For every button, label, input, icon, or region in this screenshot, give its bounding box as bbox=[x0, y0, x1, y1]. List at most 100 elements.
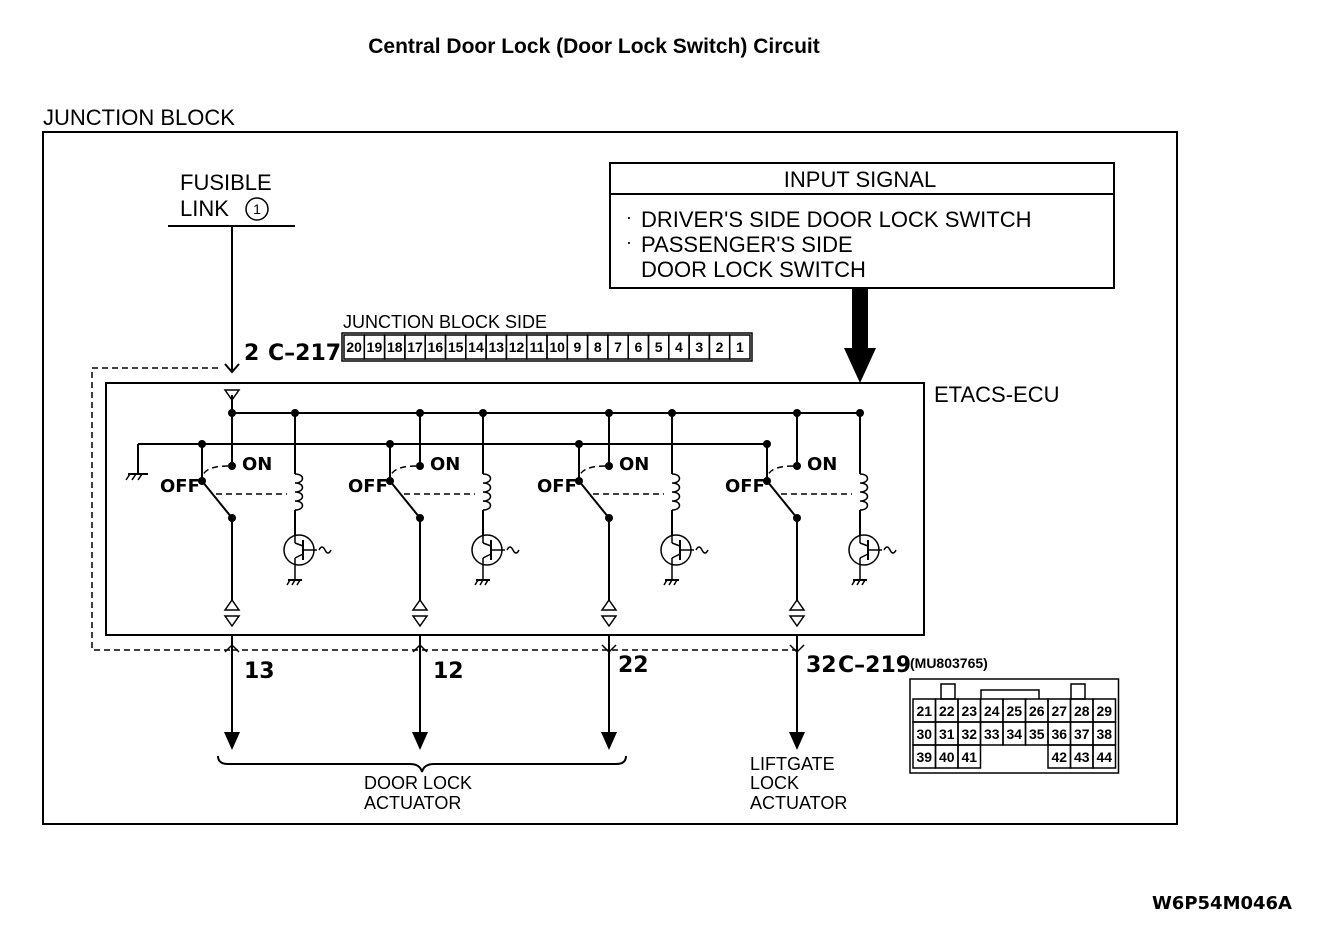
c219-pin-label: 30 bbox=[916, 726, 932, 742]
liftgate-label-2: LOCK bbox=[750, 773, 799, 793]
c219-pin-label: 33 bbox=[984, 726, 1000, 742]
c219-pin-label: 40 bbox=[939, 749, 955, 765]
input-signal-item-2b: DOOR LOCK SWITCH bbox=[641, 257, 866, 282]
ecu-box bbox=[105, 382, 925, 636]
c219-pin-label: 42 bbox=[1051, 749, 1067, 765]
c219-pin-label: 29 bbox=[1096, 703, 1112, 719]
c219-pin-label: 44 bbox=[1096, 749, 1112, 765]
c217-pin-label: 18 bbox=[387, 339, 403, 355]
connector-c217-pin: 2 bbox=[244, 341, 259, 366]
c217-pin-label: 3 bbox=[695, 339, 703, 355]
c219-pin-label: 34 bbox=[1006, 726, 1022, 742]
switch-on-label: ON bbox=[619, 454, 649, 475]
bullet-2: · bbox=[626, 232, 632, 252]
relay-channels: ON OFF ON OFF ON OFF ON OFF bbox=[160, 409, 897, 628]
switch-off-label: OFF bbox=[160, 476, 200, 497]
c217-pin-label: 5 bbox=[655, 339, 663, 355]
switch-on-label: ON bbox=[430, 454, 460, 475]
c219-pin-label: 32 bbox=[961, 726, 977, 742]
input-signal-item-2a: PASSENGER'S SIDE bbox=[641, 232, 853, 257]
connector-c219-id: C–219 bbox=[838, 653, 911, 678]
output-pin-22: 22 bbox=[618, 653, 649, 678]
output-pin-12: 12 bbox=[433, 659, 464, 684]
c219-pin-label: 23 bbox=[961, 703, 977, 719]
junction-block-label: JUNCTION BLOCK bbox=[43, 105, 235, 130]
c219-pin-label: 38 bbox=[1096, 726, 1112, 742]
relay-channel: ON OFF bbox=[537, 409, 709, 628]
c217-pin-label: 15 bbox=[448, 339, 464, 355]
junction-block-frame bbox=[42, 131, 1178, 825]
c219-pin-label: 21 bbox=[916, 703, 932, 719]
c217-pin-label: 13 bbox=[488, 339, 504, 355]
c217-pin-label: 1 bbox=[736, 339, 744, 355]
fusible-link-label-1: FUSIBLE bbox=[180, 170, 272, 195]
c219-pin-cell bbox=[957, 744, 982, 769]
c219-pin-label: 28 bbox=[1074, 703, 1090, 719]
output-pin-13: 13 bbox=[244, 659, 275, 684]
switch-off-label: OFF bbox=[725, 476, 765, 497]
switch-on-label: ON bbox=[242, 454, 272, 475]
c217-pin-label: 8 bbox=[594, 339, 602, 355]
c217-pin-label: 9 bbox=[574, 339, 582, 355]
ecu-label: ETACS-ECU bbox=[934, 382, 1060, 407]
c219-pin-label: 22 bbox=[939, 703, 955, 719]
c219-pin-label: 43 bbox=[1074, 749, 1090, 765]
fusible-link-number: 1 bbox=[253, 201, 261, 217]
c217-pin-label: 17 bbox=[407, 339, 423, 355]
figure-code: W6P54M046A bbox=[1152, 893, 1292, 914]
relay-channel: ON OFF bbox=[348, 409, 520, 628]
output-wires bbox=[224, 635, 805, 750]
c217-pin-label: 12 bbox=[509, 339, 525, 355]
relay-coil bbox=[294, 473, 304, 511]
bullet-1: · bbox=[626, 207, 632, 227]
c219-pin-label: 26 bbox=[1029, 703, 1045, 719]
relay-coil bbox=[859, 473, 869, 511]
relay-channel: ON OFF bbox=[725, 409, 897, 628]
c219-pin-label: 31 bbox=[939, 726, 955, 742]
c219-pin-label: 37 bbox=[1074, 726, 1090, 742]
c219-pin-label: 24 bbox=[984, 703, 1000, 719]
fusible-link: FUSIBLE LINK 1 bbox=[168, 170, 295, 374]
ground-symbol bbox=[125, 473, 148, 481]
relay-channel: ON OFF bbox=[160, 409, 332, 628]
connector-c219-part: (MU803765) bbox=[910, 655, 988, 671]
door-lock-label-2: ACTUATOR bbox=[364, 793, 461, 813]
input-signal-header: INPUT SIGNAL bbox=[784, 167, 936, 192]
c219-pin-label: 39 bbox=[916, 749, 932, 765]
fusible-link-label-2: LINK bbox=[180, 196, 229, 221]
c219-pin-label: 36 bbox=[1051, 726, 1067, 742]
c217-pin-label: 2 bbox=[716, 339, 724, 355]
c217-pin-label: 6 bbox=[634, 339, 642, 355]
switch-on-label: ON bbox=[807, 454, 837, 475]
c217-pin-label: 4 bbox=[675, 339, 683, 355]
c217-pin-label: 14 bbox=[468, 339, 484, 355]
input-signal-box: INPUT SIGNAL · DRIVER'S SIDE DOOR LOCK S… bbox=[609, 162, 1115, 289]
fusible-link-number-circle bbox=[245, 197, 269, 221]
junction-block-side-label: JUNCTION BLOCK SIDE bbox=[343, 312, 547, 332]
relay-coil bbox=[482, 473, 492, 511]
diagram-title: Central Door Lock (Door Lock Switch) Cir… bbox=[368, 35, 820, 58]
door-lock-brace bbox=[217, 755, 627, 773]
c219-pin-label: 35 bbox=[1029, 726, 1045, 742]
relay-coil bbox=[671, 473, 681, 511]
liftgate-label-1: LIFTGATE bbox=[750, 754, 835, 774]
c219-pin-label: 41 bbox=[961, 749, 977, 765]
c217-pin-label: 16 bbox=[428, 339, 444, 355]
switch-off-label: OFF bbox=[348, 476, 388, 497]
door-lock-label-1: DOOR LOCK bbox=[364, 773, 472, 793]
input-signal-item-1: DRIVER'S SIDE DOOR LOCK SWITCH bbox=[641, 207, 1031, 232]
liftgate-label-3: ACTUATOR bbox=[750, 793, 847, 813]
c217-pin-label: 10 bbox=[549, 339, 565, 355]
c217-pin-label: 20 bbox=[346, 339, 362, 355]
signal-arrow bbox=[844, 288, 876, 383]
c219-pin-label: 27 bbox=[1051, 703, 1067, 719]
output-pin-32: 32 bbox=[806, 653, 837, 678]
c217-pin-cell bbox=[728, 334, 751, 360]
switch-off-label: OFF bbox=[537, 476, 577, 497]
c219-pin-cell bbox=[1092, 744, 1117, 769]
c217-pin-label: 7 bbox=[614, 339, 622, 355]
c217-pin-label: 19 bbox=[367, 339, 383, 355]
